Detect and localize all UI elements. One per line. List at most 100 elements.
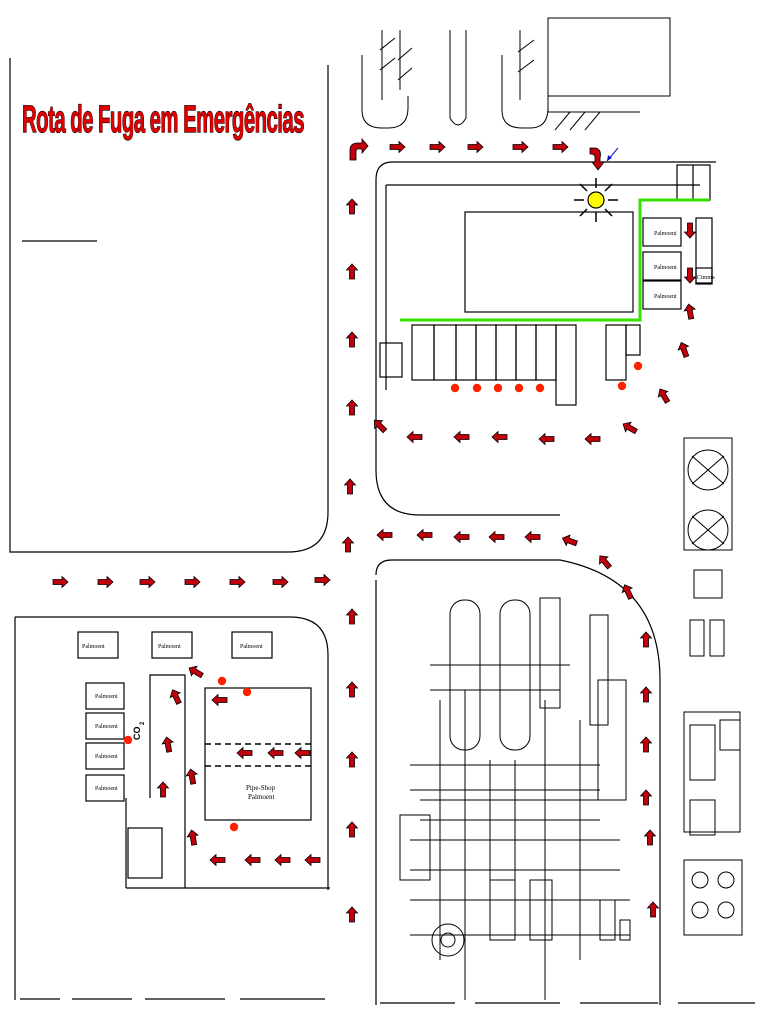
escape-route-arrow-icon (683, 303, 697, 320)
office-area-outline (9, 58, 329, 553)
room-label: Palmoent (95, 786, 118, 792)
escape-route-arrow-icon (683, 222, 697, 239)
escape-route-arrow-icon (341, 536, 355, 553)
co2-label: CO (132, 727, 142, 741)
escape-route-arrow-icon (512, 140, 529, 154)
escape-route-arrow-icon (209, 853, 226, 867)
escape-route-arrow-icon (683, 267, 697, 284)
escape-route-arrow-icon (561, 534, 578, 547)
top-tank-structures (361, 17, 671, 131)
fire-extinguisher-icon (123, 735, 133, 745)
room-label: Palmoent (95, 754, 118, 760)
fire-extinguisher-icon (229, 822, 239, 832)
escape-route-arrow-icon (345, 399, 359, 416)
assembly-alarm-icon (574, 178, 618, 222)
fire-extinguisher-icon (217, 676, 227, 686)
room-label: Cimma (697, 275, 715, 281)
escape-route-arrow-icon (345, 263, 359, 280)
escape-route-arrow-icon (156, 781, 170, 798)
fire-extinguisher-icon (617, 381, 627, 391)
fire-extinguishers (123, 361, 643, 832)
fire-extinguisher-icon (493, 383, 503, 393)
escape-route-arrow-icon (184, 575, 201, 589)
escape-route-arrow-icon (376, 528, 393, 542)
fire-extinguisher-icon (514, 383, 524, 393)
escape-route-arrow-icon (304, 853, 321, 867)
room-label: Palmoeni (95, 694, 118, 700)
escape-route-arrow-icon (52, 575, 69, 589)
escape-route-arrow-icon (343, 478, 357, 495)
escape-route-arrow-icon (467, 140, 484, 154)
escape-route-arrow-icon (345, 751, 359, 768)
escape-route-arrow-icon (345, 906, 359, 923)
escape-route-arrow-icon (267, 746, 284, 760)
escape-route-arrow-icon (272, 575, 289, 589)
escape-route-arrow-icon (345, 608, 359, 625)
escape-route-arrow-icon (538, 432, 555, 446)
escape-route-arrow-icon (584, 432, 601, 446)
escape-route-arrow-icon (169, 689, 182, 705)
escape-route-arrow-icon (345, 821, 359, 838)
escape-route-arrow-icon (314, 573, 331, 587)
fire-extinguisher-icon (450, 383, 460, 393)
co2-subscript: 2 (140, 721, 146, 725)
escape-route-arrow-icon (657, 388, 671, 404)
escape-route-arrow-icon (552, 140, 569, 154)
escape-route-arrow-icon (643, 829, 657, 846)
workshop-area: Pipe-Shop Palmoent Palmoent Palmoent Pal… (14, 616, 330, 1000)
escape-route-arrow-icon (186, 829, 200, 846)
escape-route-arrow-icon (453, 530, 470, 544)
escape-route-arrow-icon (639, 631, 653, 648)
fire-extinguisher-icon (242, 687, 252, 697)
bottom-edge-dashes (20, 998, 755, 1004)
pipe-shop-building (204, 687, 312, 821)
room-label: Palmoent (240, 644, 263, 650)
pipe-shop-label: Pipe-Shop (246, 784, 276, 792)
escape-route-arrow-icon (639, 736, 653, 753)
pointer-arrow-icon (606, 147, 619, 162)
escape-route-arrow-icon (244, 853, 261, 867)
plant-area-outline (375, 559, 661, 1005)
escape-route-arrow-icon (185, 768, 199, 785)
escape-route-arrow-icon (599, 555, 612, 570)
escape-route-arrow-icon (589, 147, 605, 171)
escape-route-arrow-icon (389, 140, 406, 154)
escape-route-arrow-icon (373, 419, 388, 434)
escape-route-arrow-icon (677, 341, 690, 358)
escape-route-arrow-icon (621, 584, 634, 600)
room-label: Palmoent (654, 265, 677, 271)
main-building: Palmoeni Palmoent Palmoent Cimma (375, 161, 716, 516)
escape-route-arrow-icon (453, 430, 470, 444)
escape-route-arrow-icon (97, 575, 114, 589)
room-label: Palmoent (95, 724, 118, 730)
central-hall (464, 211, 634, 313)
room-label: Palmoent (158, 644, 181, 650)
escape-route-arrow-icon (211, 693, 228, 707)
escape-route-arrow-icon (416, 528, 433, 542)
escape-route-arrows (52, 137, 697, 923)
room-label: Palmoent (654, 294, 677, 300)
right-equipment (683, 437, 743, 936)
escape-route-arrow-icon (524, 530, 541, 544)
escape-route-arrow-icon (188, 665, 204, 679)
escape-route-arrow-icon (236, 746, 253, 760)
room-label: Palmoeni (654, 231, 677, 237)
escape-route-arrow-icon (646, 901, 660, 918)
escape-route-arrow-icon (274, 853, 291, 867)
escape-route-arrow-icon (349, 137, 369, 161)
escape-route-arrow-icon (139, 575, 156, 589)
escape-route-arrow-icon (488, 530, 505, 544)
pipe-shop-label: Palmoent (248, 793, 274, 801)
escape-route-arrow-icon (345, 681, 359, 698)
fire-extinguisher-icon (472, 383, 482, 393)
fire-extinguisher-icon (633, 361, 643, 371)
escape-route-arrow-icon (294, 746, 311, 760)
equipment-rooms: Palmoeni Palmoent Palmoent Cimma (642, 217, 715, 310)
green-route-line (400, 198, 710, 322)
escape-route-arrow-icon (639, 686, 653, 703)
escape-route-arrow-icon (491, 430, 508, 444)
escape-route-arrow-icon (622, 421, 638, 435)
room-label: Palmoent (82, 644, 105, 650)
escape-route-arrow-icon (229, 575, 246, 589)
